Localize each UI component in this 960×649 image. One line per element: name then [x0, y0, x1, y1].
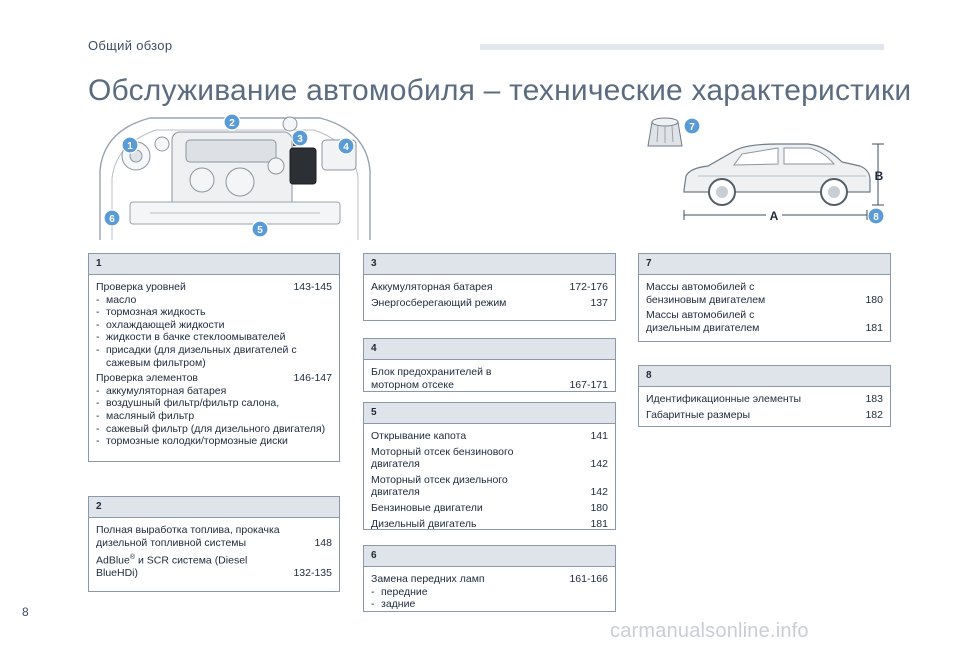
svg-text:4: 4 — [343, 142, 349, 153]
list-item: -тормозная жидкость — [96, 306, 206, 319]
entry-energy-saving: Энергосберегающий режим 137 — [371, 296, 608, 309]
box-4-number: 4 — [364, 339, 615, 360]
list-item: -передние — [371, 585, 428, 598]
box-5-bonnet-engines: 5 Открывание капота 141 Моторный отсек б… — [363, 402, 616, 530]
page-ref: 142 — [590, 458, 608, 471]
svg-text:3: 3 — [297, 134, 303, 145]
svg-text:1: 1 — [127, 141, 133, 152]
box-2-fuel: 2 Полная выработка топлива, прокачка диз… — [88, 496, 340, 592]
entry-level-checks: Проверка уровней 143-145 — [96, 281, 332, 293]
entry-identification: Идентификационные элементы 183 — [646, 393, 883, 405]
page-ref: 137 — [590, 296, 608, 309]
entry-adblue-scr: AdBlue® и SCR система (Diesel BlueHDi) 1… — [96, 554, 332, 580]
page-ref: 148 — [314, 536, 332, 549]
page-title: Обслуживание автомобиля – технические ха… — [88, 74, 912, 107]
list-item: -воздушный фильтр/фильтр салона, — [96, 397, 280, 410]
entry-petrol-weights: Массы автомобилей с бензиновым двигателе… — [646, 281, 883, 306]
list-item: -аккумуляторная батарея — [96, 384, 227, 397]
svg-text:5: 5 — [257, 225, 263, 236]
page-ref: 132-135 — [293, 567, 332, 580]
list-item: -охлаждающей жидкости — [96, 318, 225, 331]
box-6-number: 6 — [364, 546, 615, 567]
list-item: -масляный фильтр — [96, 409, 195, 422]
box-3-number: 3 — [364, 254, 615, 275]
callout-1-icon: 1 — [121, 136, 139, 154]
box-2-number: 2 — [89, 497, 339, 518]
page-ref: 146-147 — [293, 372, 332, 385]
entry-bulb-replacement: Замена передних ламп 161-166 — [371, 573, 608, 585]
page-number: 8 — [22, 605, 29, 619]
header-bar — [480, 44, 884, 50]
dimension-a-label: A — [770, 209, 779, 223]
entry-petrol-engine-bay: Моторный отсек бензинового двигателя 142 — [371, 445, 608, 471]
callout-3-icon: 3 — [291, 129, 309, 147]
entry-fuse-box: Блок предохранителей в моторном отсеке 1… — [371, 366, 608, 391]
page-ref: 172-176 — [569, 281, 608, 293]
car-side-illustration: 7 B A 8 — [647, 117, 885, 225]
entry-component-checks: Проверка элементов 146-147 — [96, 372, 332, 385]
length-dimension: A — [683, 208, 868, 223]
entry-petrol-engines: Бензиновые двигатели 180 — [371, 501, 608, 514]
box-7-weights: 7 Массы автомобилей с бензиновым двигате… — [638, 253, 891, 342]
callout-7-icon: 7 — [683, 117, 701, 135]
wheel-weight-icon — [647, 117, 683, 147]
callout-6-icon: 6 — [103, 209, 121, 227]
page-ref: 183 — [865, 393, 883, 405]
page-ref: 181 — [590, 517, 608, 530]
page-ref: 181 — [865, 321, 883, 334]
callout-2-icon: 2 — [223, 113, 241, 131]
box-3-battery: 3 Аккумуляторная батарея 172-176 Энергос… — [363, 253, 616, 321]
box-4-fuses: 4 Блок предохранителей в моторном отсеке… — [363, 338, 616, 392]
entry-battery: Аккумуляторная батарея 172-176 — [371, 281, 608, 293]
svg-text:7: 7 — [689, 122, 695, 133]
sedan-car-icon — [683, 143, 871, 206]
svg-text:2: 2 — [229, 118, 235, 129]
page-ref: 143-145 — [293, 281, 332, 293]
list-item: -масло — [96, 293, 137, 306]
watermark: carmanualsonline.info — [610, 620, 809, 642]
page-ref: 180 — [590, 501, 608, 514]
entry-fuel-priming: Полная выработка топлива, прокачка дизел… — [96, 524, 332, 549]
svg-text:8: 8 — [873, 212, 879, 223]
entry-dimensions: Габаритные размеры 182 — [646, 408, 883, 421]
page-ref: 167-171 — [569, 378, 608, 391]
height-dimension: B — [872, 143, 884, 206]
entry-bonnet-opening: Открывание капота 141 — [371, 430, 608, 442]
page-ref: 141 — [590, 430, 608, 442]
box-5-number: 5 — [364, 403, 615, 424]
callout-8-icon: 8 — [867, 207, 885, 225]
box-8-number: 8 — [639, 366, 890, 387]
box-1-levels-and-checks: 1 Проверка уровней 143-145 -масло -тормо… — [88, 253, 340, 462]
box-6-bulbs: 6 Замена передних ламп 161-166 -передние… — [363, 545, 616, 612]
page-ref: 180 — [865, 293, 883, 306]
engine-bay-illustration: 1 2 3 4 5 6 — [99, 113, 371, 240]
entry-diesel-engine-bay: Моторный отсек дизельного двигателя 142 — [371, 473, 608, 499]
list-item: -тормозные колодки/тормозные диски — [96, 435, 288, 448]
battery-shape — [289, 147, 317, 185]
box-8-identification: 8 Идентификационные элементы 183 Габарит… — [638, 365, 891, 427]
page-ref: 142 — [590, 486, 608, 499]
svg-text:6: 6 — [109, 214, 115, 225]
callout-5-icon: 5 — [251, 220, 269, 238]
dimension-b-label: B — [875, 169, 884, 183]
list-item: -задние — [371, 598, 416, 611]
box-1-number: 1 — [89, 254, 339, 275]
page-ref: 182 — [865, 408, 883, 421]
list-item: -сажевый фильтр (для дизельного двигател… — [96, 422, 326, 435]
list-item: -жидкости в бачке стеклоомывателей — [96, 331, 286, 344]
page-ref: 161-166 — [569, 573, 608, 585]
box-7-number: 7 — [639, 254, 890, 275]
entry-diesel-engine: Дизельный двигатель 181 — [371, 517, 608, 530]
section-label: Общий обзор — [88, 38, 173, 53]
entry-diesel-weights: Массы автомобилей с дизельным двигателем… — [646, 309, 883, 334]
callout-4-icon: 4 — [337, 137, 355, 155]
list-item: -присадки (для дизельных двигателей с са… — [96, 343, 297, 369]
